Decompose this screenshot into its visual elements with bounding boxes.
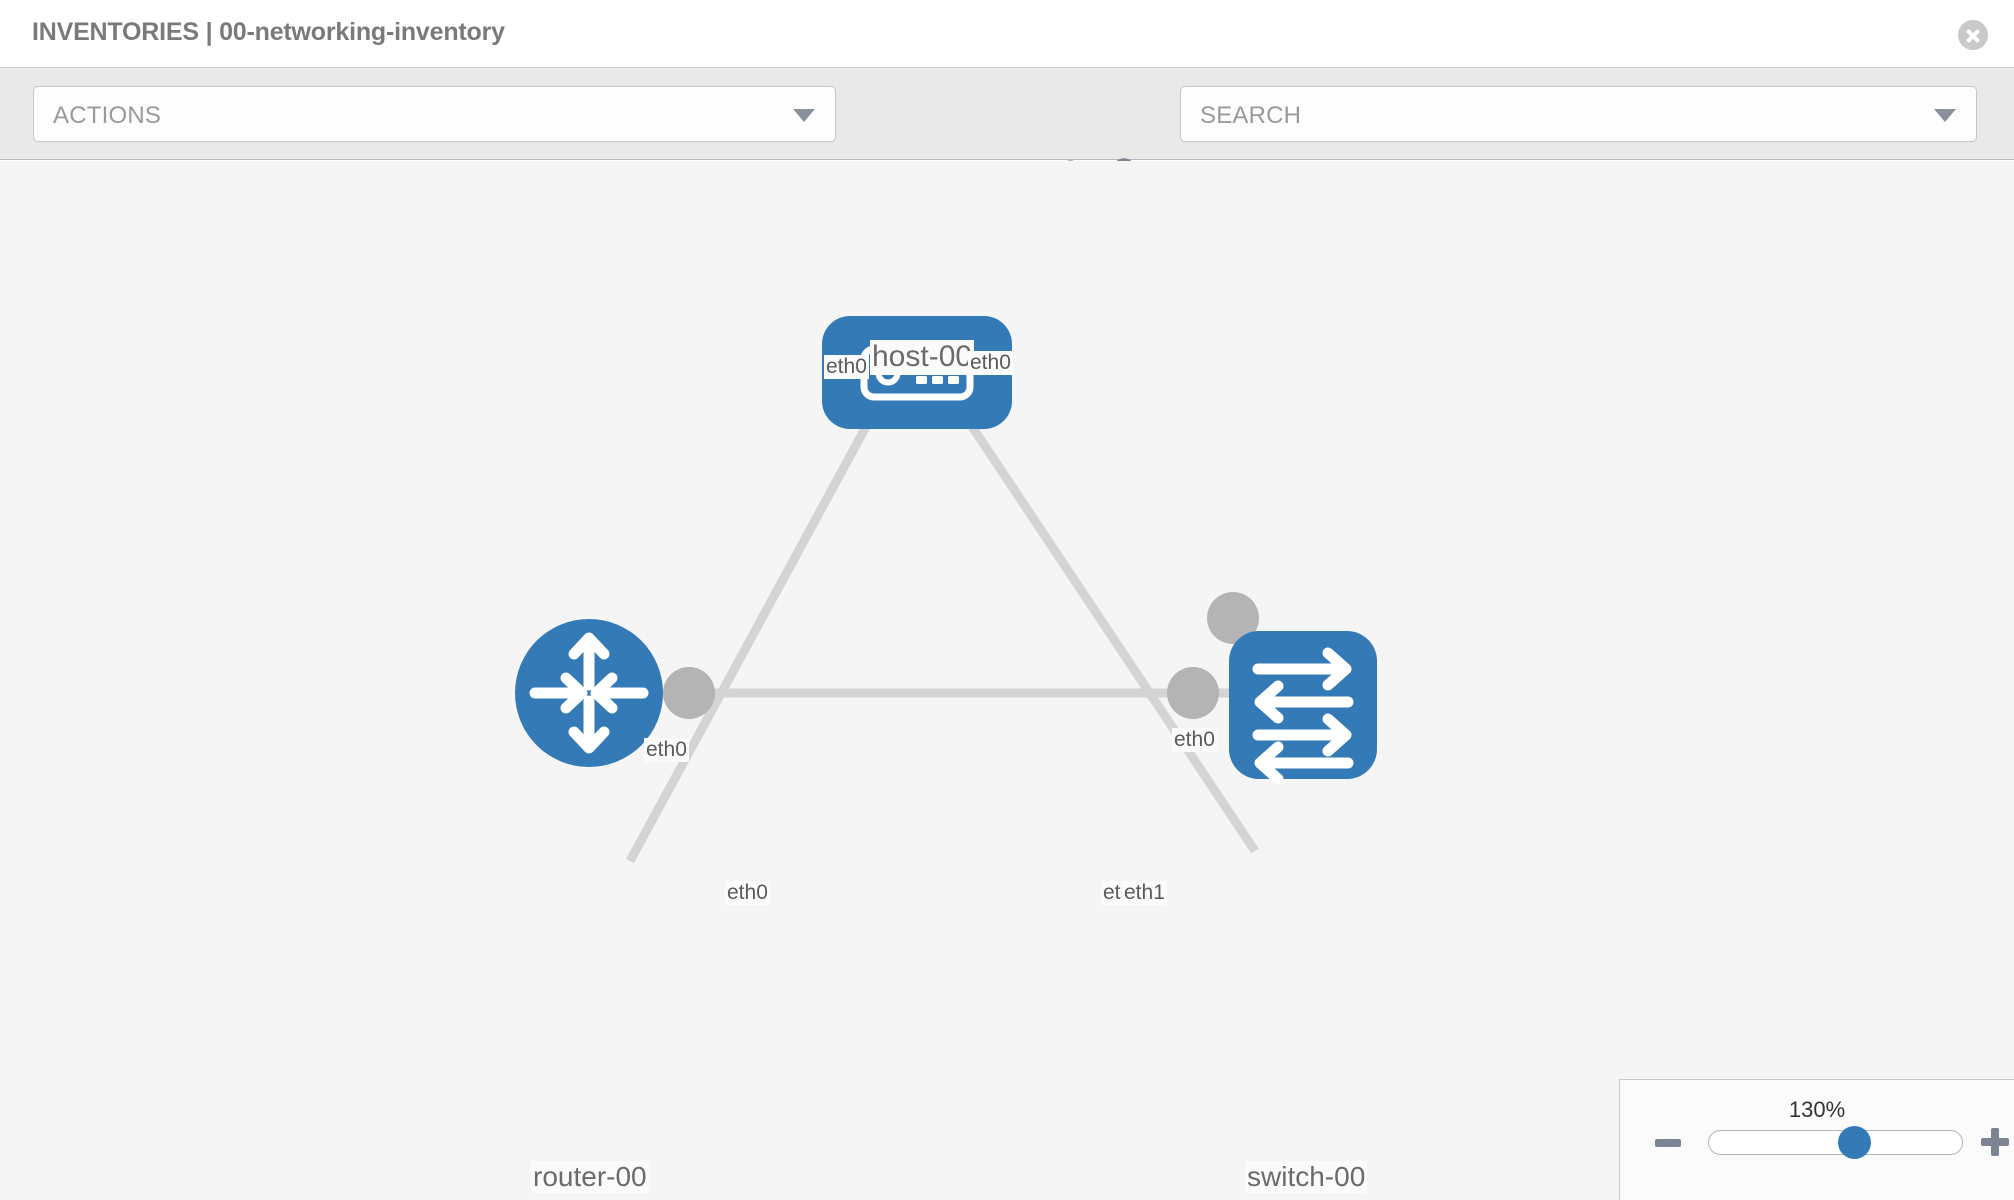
node-label-router-00: router-00 [531,1161,649,1194]
chevron-down-icon[interactable] [1934,109,1956,122]
node-switch-00[interactable] [1229,631,1377,785]
iface-label-router-up: eth0 [644,738,689,763]
actions-dropdown[interactable]: ACTIONS [33,86,836,142]
search-placeholder: SEARCH [1200,102,1302,129]
node-label-switch-00: switch-00 [1245,1161,1368,1194]
link-host-router [626,398,884,864]
node-router-00[interactable] [515,619,663,767]
topology-graph[interactable] [0,161,2014,1200]
toolbar: ACTIONS SEARCH [0,68,2014,194]
zoom-slider[interactable] [1708,1126,1963,1159]
connector-router-right [663,667,715,719]
zoom-control-panel: 130% [1619,1079,2014,1200]
switch-arrows-icon [1252,647,1354,785]
zoom-slider-thumb[interactable] [1838,1126,1871,1159]
node-label-host-00: host-00 [870,340,975,375]
minus-icon[interactable] [1655,1139,1681,1147]
zoom-percent-label: 130% [1788,1097,1846,1122]
plus-icon-horizontal [1981,1138,2009,1146]
actions-dropdown-label: ACTIONS [53,102,162,129]
iface-label-switch-up: eth0 [1172,728,1217,753]
router-arrows-icon [529,632,649,754]
close-circle-icon[interactable] [1958,20,1988,50]
title-bar: INVENTORIES | 00-networking-inventory [0,0,2014,68]
plus-icon[interactable] [1981,1128,2009,1156]
page-title: INVENTORIES | 00-networking-inventory [32,18,505,46]
topology-canvas[interactable]: host-00 router-00 switch-00 eth0 eth0 et… [0,161,2014,1200]
connector-switch-left [1167,667,1219,719]
iface-label-router-right: eth0 [725,881,770,906]
iface-label-host-right: eth0 [968,351,1013,376]
iface-label-switch-left: eth1 [1122,881,1167,906]
search-input[interactable]: SEARCH [1180,86,1977,142]
chevron-down-icon [793,109,815,122]
iface-label-host-left: eth0 [824,355,869,380]
connector-switch-top [1207,592,1259,644]
link-layer [626,398,1265,864]
link-host-switch [951,398,1259,854]
